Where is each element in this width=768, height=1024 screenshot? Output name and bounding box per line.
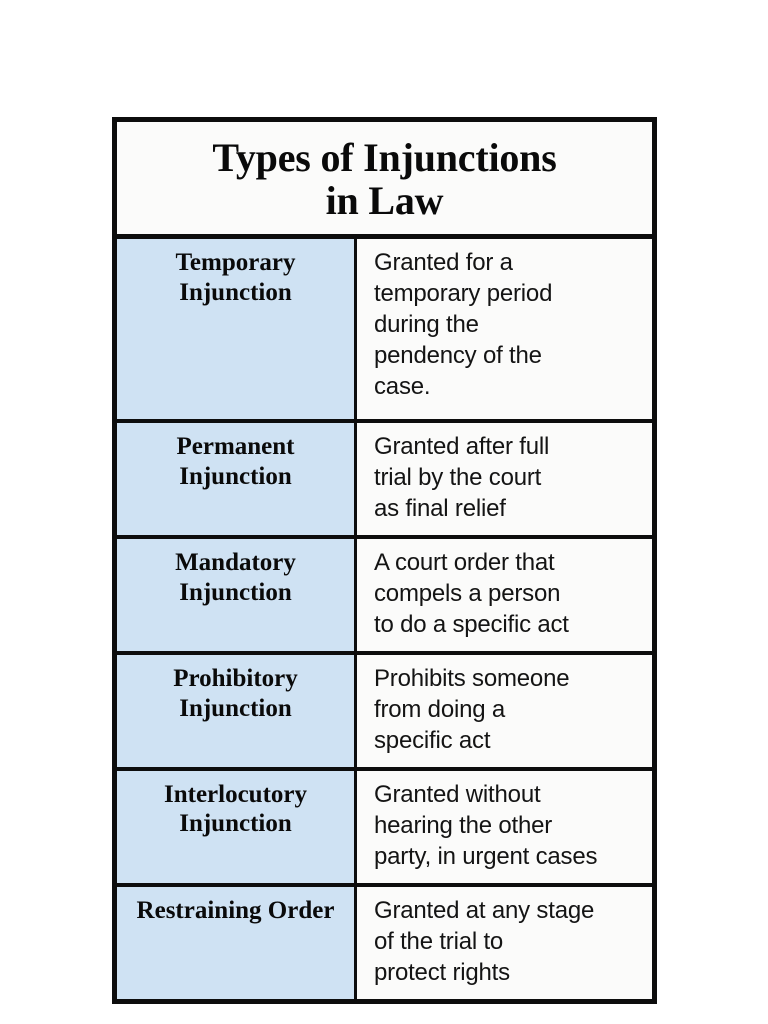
table-row: Permanent Injunction Granted after full … [117, 423, 652, 540]
injunction-type-label: Mandatory Injunction [175, 549, 296, 606]
injunction-types-table: Types of Injunctions in Law Temporary In… [112, 117, 657, 1004]
injunction-description-cell: Granted for a temporary period during th… [357, 239, 652, 420]
injunction-description-cell: Granted without hearing the other party,… [357, 770, 652, 883]
injunction-type-label: Prohibitory Injunction [173, 665, 298, 722]
injunction-type-label: Temporary Injunction [175, 249, 296, 306]
injunction-type-cell: Temporary Injunction [117, 239, 357, 420]
injunction-type-cell: Mandatory Injunction [117, 539, 357, 652]
injunction-type-cell: Interlocutory Injunction [117, 770, 357, 883]
table-header: Types of Injunctions in Law [117, 122, 652, 240]
injunction-description-text: Granted for a temporary period during th… [374, 249, 553, 401]
table-row: Prohibitory Injunction Prohibits someone… [117, 655, 652, 771]
injunction-type-cell: Permanent Injunction [117, 423, 357, 536]
injunction-type-label: Interlocutory Injunction [163, 780, 308, 838]
injunction-description-cell: Granted at any stage of the trial to pro… [357, 886, 652, 999]
injunction-type-label: Restraining Order [136, 896, 335, 924]
injunction-description-text: Granted at any stage of the trial to pro… [374, 896, 595, 986]
injunction-description-cell: Prohibits someone from doing a specific … [357, 655, 652, 767]
injunction-description-text: A court order that compels a person to d… [374, 549, 569, 639]
injunction-type-label: Permanent Injunction [176, 433, 295, 490]
page-title: Types of Injunctions in Law [212, 135, 557, 224]
table-row: Interlocutory Injunction Granted without… [117, 770, 652, 887]
injunction-description-cell: Granted after full trial by the court as… [357, 423, 652, 536]
injunction-description-text: Granted after full trial by the court as… [374, 433, 550, 523]
table-row: Restraining Order Granted at any stage o… [117, 886, 652, 999]
injunction-description-text: Prohibits someone from doing a specific … [374, 665, 570, 754]
table-row: Mandatory Injunction A court order that … [117, 539, 652, 656]
injunction-description-text: Granted without hearing the other party,… [374, 780, 598, 870]
injunction-type-cell: Prohibitory Injunction [117, 655, 357, 767]
injunction-type-cell: Restraining Order [117, 886, 357, 999]
injunction-description-cell: A court order that compels a person to d… [357, 539, 652, 652]
table-row: Temporary Injunction Granted for a tempo… [117, 239, 652, 424]
